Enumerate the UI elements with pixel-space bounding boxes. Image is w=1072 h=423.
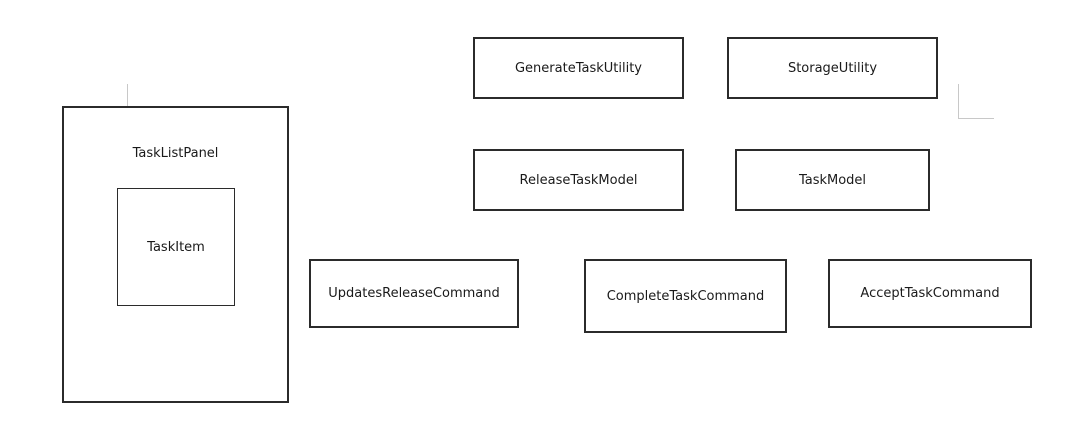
complete-task-command-label: CompleteTaskCommand: [606, 288, 765, 304]
task-model-label: TaskModel: [798, 172, 867, 188]
task-item-label: TaskItem: [147, 239, 205, 255]
guide-corner-horizontal-right: [958, 118, 994, 119]
accept-task-command-label: AcceptTaskCommand: [860, 286, 1000, 301]
release-task-model-label: ReleaseTaskModel: [519, 172, 638, 188]
updates-release-command-label: UpdatesReleaseCommand: [328, 286, 500, 301]
accept-task-command-box[interactable]: AcceptTaskCommand: [828, 259, 1032, 328]
generate-task-utility-label: GenerateTaskUtility: [514, 60, 642, 76]
storage-utility-label: StorageUtility: [787, 60, 878, 76]
task-model-box[interactable]: TaskModel: [735, 149, 930, 211]
generate-task-utility-box[interactable]: GenerateTaskUtility: [473, 37, 684, 99]
release-task-model-box[interactable]: ReleaseTaskModel: [473, 149, 684, 211]
guide-line-vertical-left: [127, 84, 128, 106]
storage-utility-box[interactable]: StorageUtility: [727, 37, 938, 99]
task-list-panel[interactable]: TaskListPanel TaskItem: [62, 106, 289, 403]
updates-release-command-box[interactable]: UpdatesReleaseCommand: [309, 259, 519, 328]
complete-task-command-box[interactable]: CompleteTaskCommand: [584, 259, 787, 333]
task-item-box[interactable]: TaskItem: [117, 188, 235, 306]
guide-corner-vertical-right: [958, 84, 959, 119]
task-list-panel-label: TaskListPanel: [132, 146, 219, 161]
